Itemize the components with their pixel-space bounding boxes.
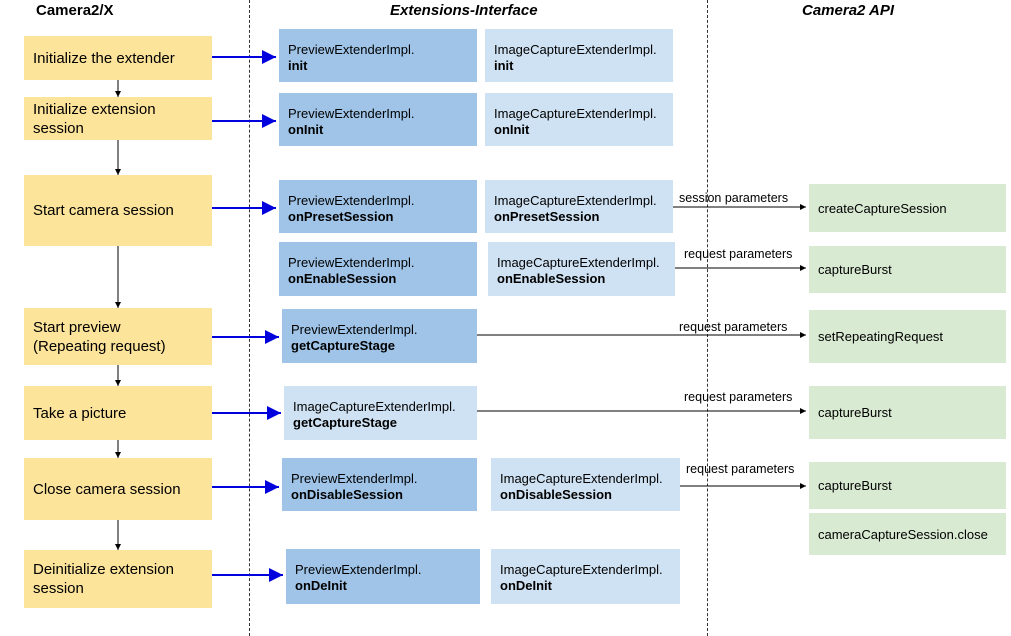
label-request-parameters: request parameters (679, 320, 788, 334)
imagecapture-oninit: ImageCaptureExtenderImpl.onInit (485, 93, 673, 146)
header-camera2-api: Camera2 API (802, 2, 894, 19)
api-captureburst-close: captureBurst (809, 462, 1006, 509)
label-request-parameters: request parameters (684, 247, 793, 261)
step-initialize-extension-session: Initialize extension session (24, 97, 212, 140)
imagecapture-onenablesession: ImageCaptureExtenderImpl.onEnableSession (488, 242, 675, 296)
step-initialize-extender: Initialize the extender (24, 36, 212, 80)
imagecapture-init: ImageCaptureExtenderImpl.init (485, 29, 673, 82)
api-setrepeatingrequest: setRepeatingRequest (809, 310, 1006, 363)
label-session-parameters: session parameters (679, 191, 789, 205)
step-close-camera-session: Close camera session (24, 458, 212, 520)
imagecapture-getcapturestage: ImageCaptureExtenderImpl.getCaptureStage (284, 386, 477, 440)
imagecapture-ondeinit: ImageCaptureExtenderImpl.onDeInit (491, 549, 680, 604)
api-captureburst-picture: captureBurst (809, 386, 1006, 439)
preview-onpresetsession: PreviewExtenderImpl.onPresetSession (279, 180, 477, 233)
imagecapture-ondisablesession: ImageCaptureExtenderImpl.onDisableSessio… (491, 458, 680, 511)
preview-ondeinit: PreviewExtenderImpl.onDeInit (286, 549, 480, 604)
api-cameracapturesession-close: cameraCaptureSession.close (809, 513, 1006, 555)
label-request-parameters: request parameters (686, 462, 795, 476)
preview-onenablesession: PreviewExtenderImpl.onEnableSession (279, 242, 477, 296)
api-captureburst-enable: captureBurst (809, 246, 1006, 293)
step-start-camera-session: Start camera session (24, 175, 212, 246)
header-camerax: Camera2/X (36, 2, 114, 19)
header-extensions-interface: Extensions-Interface (390, 2, 538, 19)
preview-ondisablesession: PreviewExtenderImpl.onDisableSession (282, 458, 477, 511)
api-createcapturesession: createCaptureSession (809, 184, 1006, 232)
step-deinitialize-extension-session: Deinitialize extension session (24, 550, 212, 608)
call-arrows (212, 50, 283, 582)
preview-getcapturestage: PreviewExtenderImpl.getCaptureStage (282, 309, 477, 363)
separator-left (249, 0, 250, 636)
label-request-parameters: request parameters (684, 390, 793, 404)
preview-init: PreviewExtenderImpl.init (279, 29, 477, 82)
parameter-arrows (477, 204, 806, 489)
imagecapture-onpresetsession: ImageCaptureExtenderImpl.onPresetSession (485, 180, 673, 233)
step-start-preview: Start preview (Repeating request) (24, 308, 212, 365)
separator-right (707, 0, 708, 636)
step-take-picture: Take a picture (24, 386, 212, 440)
preview-oninit: PreviewExtenderImpl.onInit (279, 93, 477, 146)
